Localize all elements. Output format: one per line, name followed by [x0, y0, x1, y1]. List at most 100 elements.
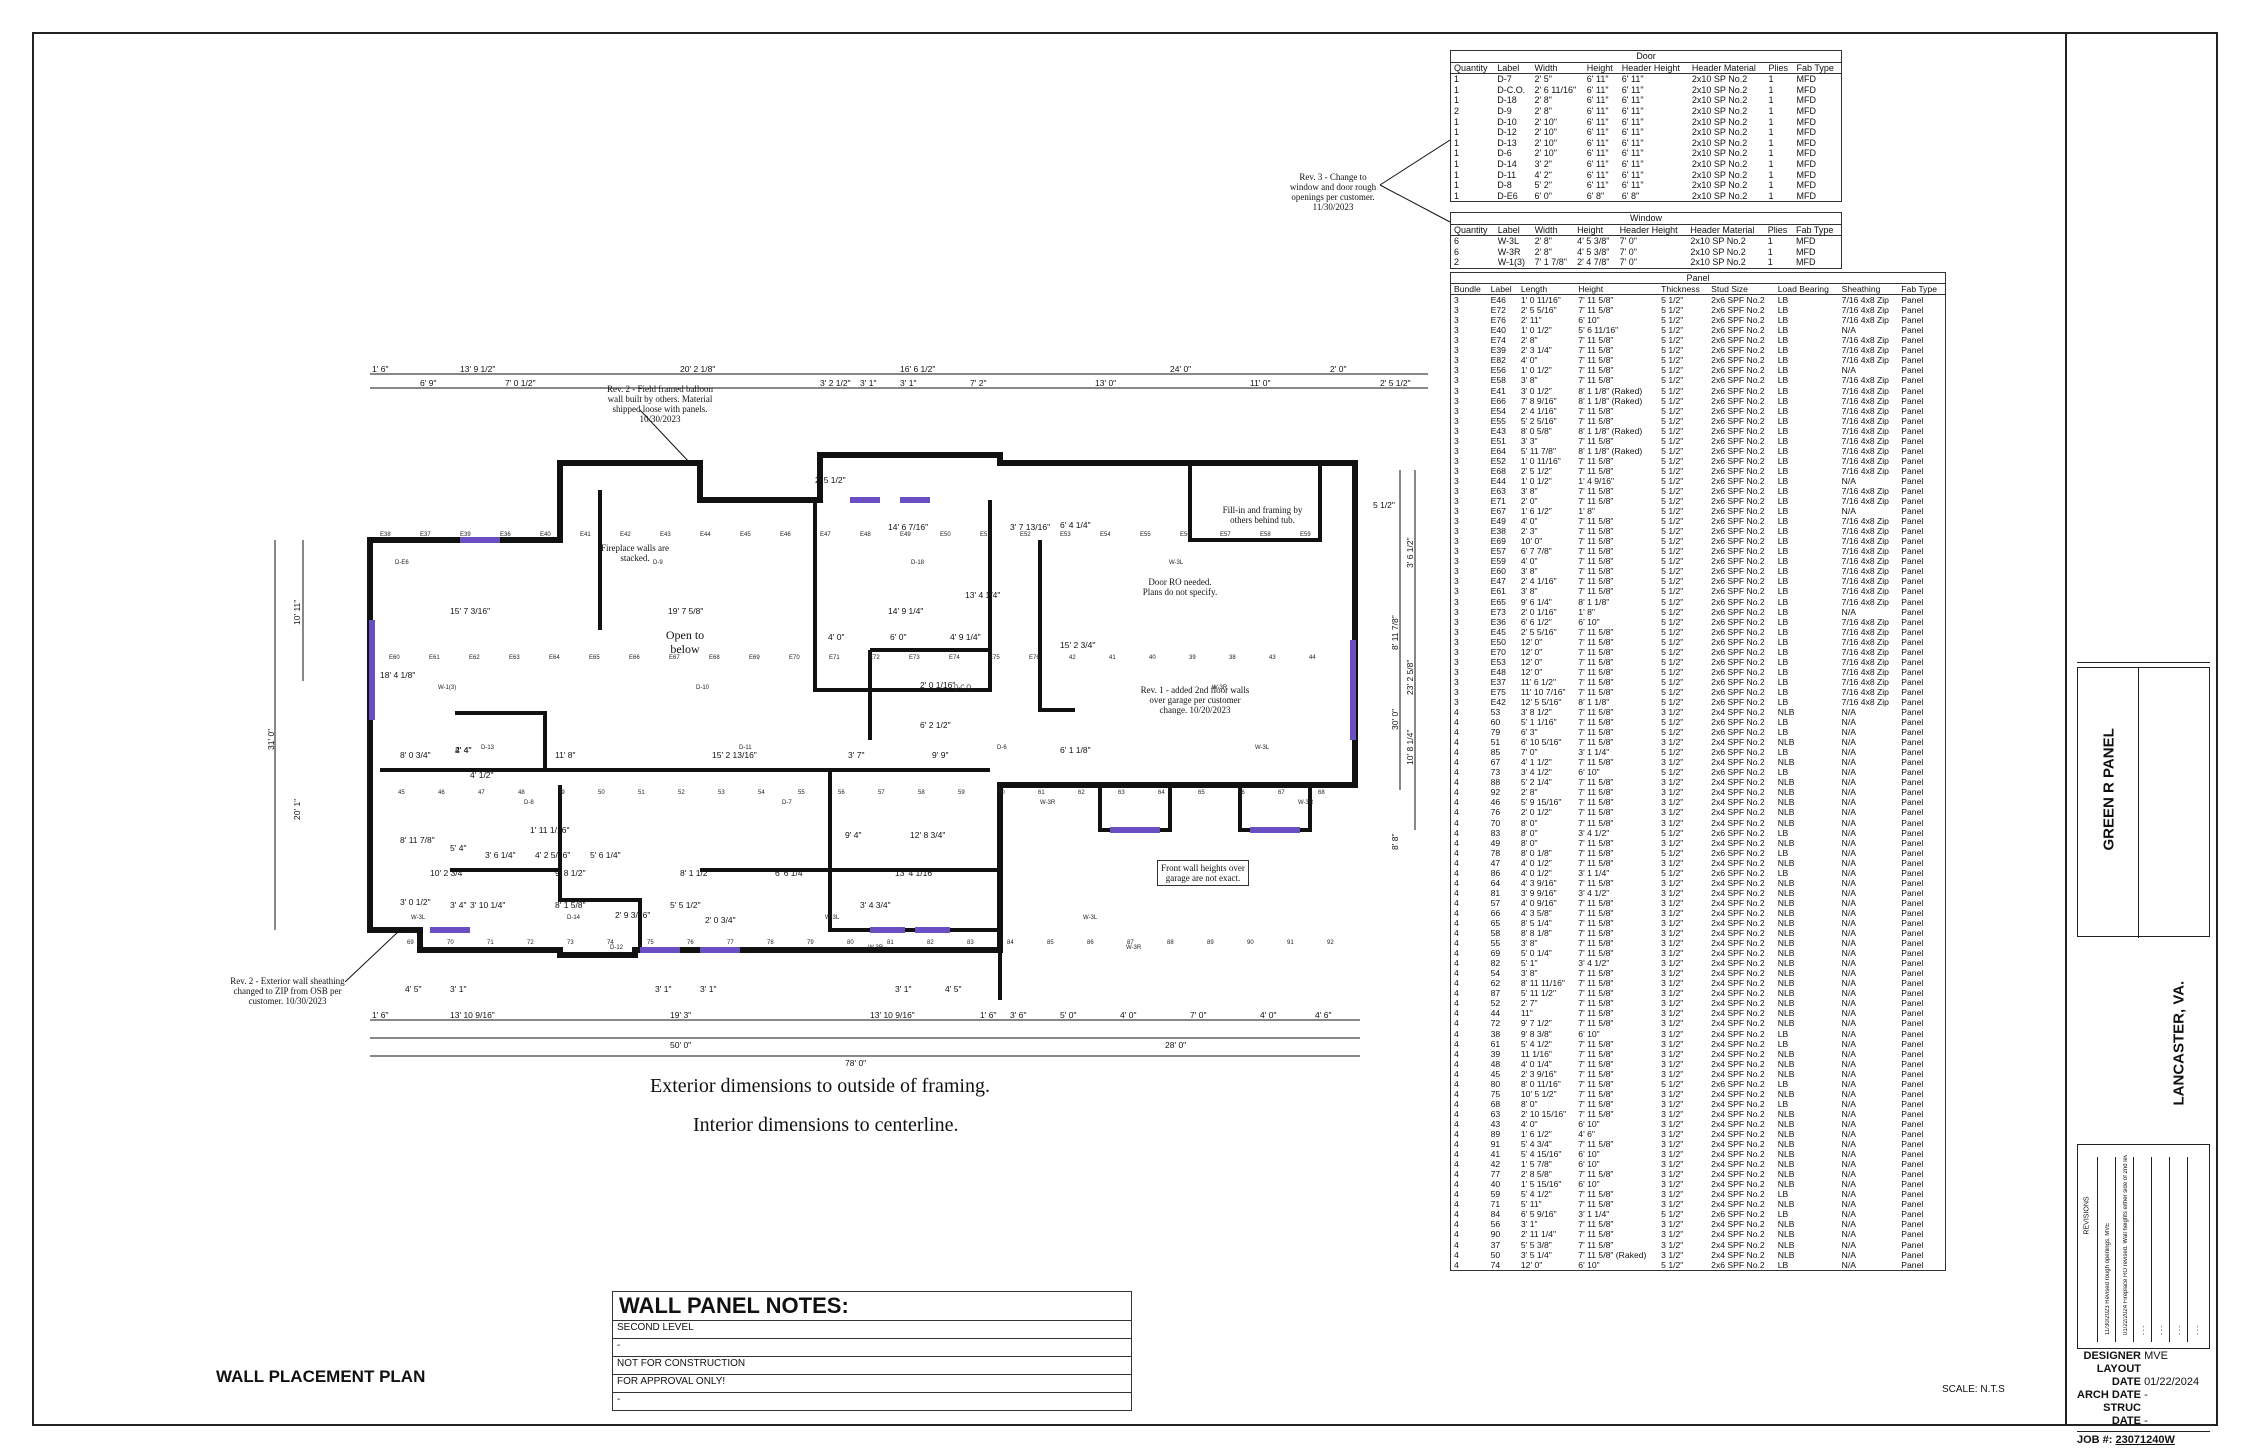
- room-dimension-label: 4' 1/2": [470, 770, 494, 780]
- panel-tag: E48: [860, 532, 871, 538]
- panel-table-cell: E75: [1490, 686, 1506, 697]
- panel-table-cell: E69: [1490, 536, 1506, 547]
- panel-table-cell: E76: [1490, 315, 1506, 326]
- panel-table-cell: 76: [1490, 807, 1501, 818]
- right-dimension-label: 30' 0": [1390, 708, 1400, 730]
- panel-table-cell: 7' 11 5/8": [1578, 1058, 1614, 1069]
- window-table-cell: 6: [1454, 236, 1460, 247]
- panel-table-cell: Panel: [1901, 837, 1924, 848]
- panel-table-header: Length: [1517, 284, 1576, 296]
- panel-table-cell: Panel: [1901, 295, 1924, 306]
- panel-table-cell: E38: [1490, 526, 1506, 537]
- panel-table-cell: 3 1/2": [1661, 1149, 1684, 1160]
- panel-table-cell: 6' 10": [1578, 1118, 1600, 1129]
- struc-date-value: -: [2144, 1415, 2148, 1427]
- panel-table-cell: 2' 5 5/16": [1520, 626, 1557, 637]
- panel-table-cell: 3: [1454, 405, 1459, 416]
- opening-tag: W-3R: [1212, 685, 1228, 691]
- wall-panel-notes-title: WALL PANEL NOTES:: [613, 1292, 1131, 1321]
- panel-table-header: Bundle: [1451, 284, 1488, 296]
- panel-table-cell: 2' 8": [1520, 335, 1538, 346]
- panel-table-cell: 7/16 4x8 Zip: [1841, 415, 1889, 426]
- panel-table-cell: 9' 7 1/2": [1520, 1018, 1552, 1029]
- panel-table-cell: 4' 6": [1578, 1128, 1595, 1139]
- top-dimension-label: 20' 2 1/8": [680, 364, 716, 374]
- revision-row: - - -: [2187, 1157, 2202, 1342]
- window-table-cell: 2x10 SP No.2: [1690, 236, 1746, 247]
- panel-table-cell: 3' 4 1/2": [1578, 827, 1610, 838]
- panel-table-cell: 3: [1454, 325, 1459, 336]
- layout-date-row: LAYOUT DATE 01/22/2024: [2077, 1363, 2210, 1389]
- panel-table-cell: 4: [1454, 747, 1459, 758]
- room-dimension-label: 4' 0": [828, 632, 845, 642]
- panel-table-cell: 3 1/2": [1661, 1239, 1684, 1250]
- panel-table-cell: N/A: [1841, 1118, 1856, 1129]
- panel-table-cell: 4' 0": [1520, 355, 1538, 366]
- panel-table-cell: N/A: [1841, 707, 1856, 718]
- panel-table-cell: 5' 1 1/16": [1520, 717, 1557, 728]
- panel-table-cell: Panel: [1901, 536, 1924, 547]
- panel-table-cell: 6' 10": [1578, 1149, 1600, 1160]
- panel-table-cell: LB: [1777, 727, 1789, 738]
- panel-tag: 74: [607, 940, 614, 946]
- panel-tag: 85: [1047, 940, 1054, 946]
- panel-table-cell: 3 1/2": [1661, 928, 1684, 939]
- panel-table-cell: 2' 8": [1520, 787, 1538, 798]
- room-dimension-label: 5' 5 1/2": [670, 900, 701, 910]
- panel-table-cell: 7' 11 5/8": [1578, 857, 1614, 868]
- panel-table-cell: 7' 11 5/8": [1578, 978, 1614, 989]
- panel-table-cell: 3' 8": [1520, 485, 1538, 496]
- door-table-cell: 1: [1768, 105, 1774, 116]
- panel-table-cell: LB: [1777, 696, 1789, 707]
- panel-table-cell: 53: [1490, 707, 1501, 718]
- door-table-cell: D-C.O.: [1497, 84, 1526, 95]
- panel-table-cell: 1' 8": [1578, 606, 1595, 617]
- door-table-cell: 6' 11": [1586, 169, 1609, 180]
- panel-table-cell: 4: [1454, 988, 1459, 999]
- panel-table-cell: 4: [1454, 1219, 1459, 1230]
- panel-table-cell: 12' 0": [1520, 636, 1543, 647]
- panel-table-cell: 2x6 SPF No.2: [1711, 696, 1765, 707]
- bottom-dimension-label: 4' 6": [1315, 1010, 1332, 1020]
- panel-table-cell: 4: [1454, 817, 1459, 828]
- panel-table-cell: N/A: [1841, 1239, 1856, 1250]
- overall-dimension-28: 28' 0": [1165, 1040, 1187, 1050]
- panel-table-cell: 68: [1490, 1098, 1501, 1109]
- panel-table-cell: LB: [1777, 827, 1789, 838]
- panel-table-cell: N/A: [1841, 506, 1856, 517]
- panel-table-cell: 51: [1490, 737, 1501, 748]
- panel-table-cell: 62: [1490, 978, 1501, 989]
- panel-table-cell: Panel: [1901, 395, 1924, 406]
- panel-table-cell: 3' 4 1/2": [1578, 887, 1610, 898]
- panel-table-cell: 5 1/2": [1661, 315, 1684, 326]
- door-table-cell: 1: [1454, 169, 1460, 180]
- panel-table-cell: 9' 8 3/8": [1520, 1028, 1552, 1039]
- panel-table-cell: E40: [1490, 325, 1506, 336]
- room-dimension-label: 6' 6 1/4": [775, 868, 806, 878]
- panel-table-cell: 4: [1454, 777, 1459, 788]
- panel-table-cell: Panel: [1901, 556, 1924, 567]
- panel-table-cell: N/A: [1841, 1098, 1856, 1109]
- panel-table-cell: NLB: [1777, 817, 1795, 828]
- panel-table-cell: 1' 5 7/8": [1520, 1159, 1552, 1170]
- bottom-small-dimension-label: 3' 1": [895, 984, 912, 994]
- window-table-cell: 4' 5 3/8": [1577, 236, 1610, 247]
- panel-tag: 88: [1167, 940, 1174, 946]
- panel-table-cell: 3 1/2": [1661, 978, 1684, 989]
- panel-table-cell: 1' 5 15/16": [1520, 1179, 1562, 1190]
- right-dimension-label: 3' 6 1/2": [1405, 537, 1415, 568]
- panel-table-cell: 5 1/2": [1661, 395, 1684, 406]
- panel-table-cell: NLB: [1777, 988, 1795, 999]
- panel-tag: E59: [1300, 532, 1311, 538]
- door-table-header: Width: [1531, 62, 1584, 75]
- panel-table-cell: 6' 10 5/16": [1520, 737, 1562, 748]
- panel-table-cell: LB: [1777, 1259, 1789, 1270]
- title-block-divider: [2077, 662, 2210, 663]
- panel-table-cell: 37: [1490, 1239, 1501, 1250]
